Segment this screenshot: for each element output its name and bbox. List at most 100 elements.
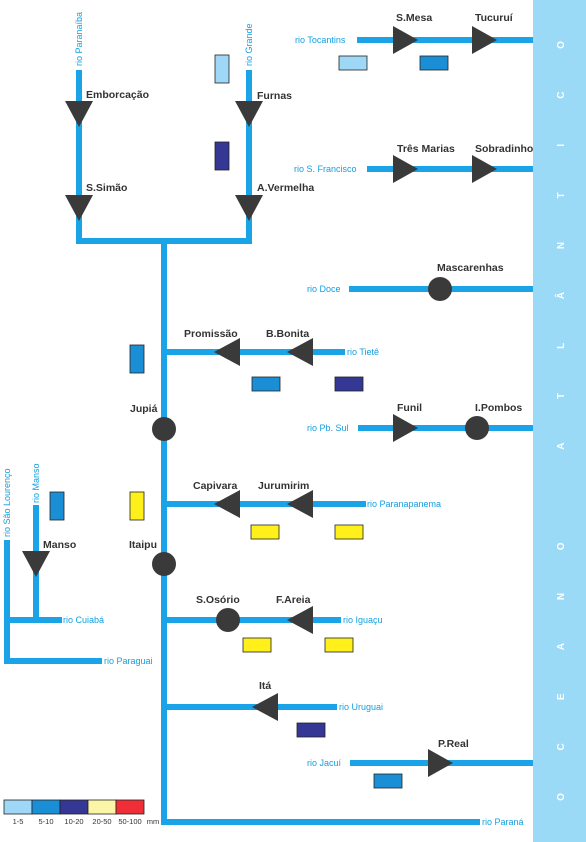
- legend-label-50-100: 50-100: [118, 817, 141, 826]
- label-rio-tocantins: rio Tocantins: [295, 35, 346, 45]
- label-rio-cuiaba: rio Cuiabá: [63, 615, 104, 625]
- reservoir-tresmarias-marker: [393, 155, 418, 183]
- station-ssimao: S.Simão: [86, 182, 127, 194]
- ocean-letter: O: [556, 793, 567, 801]
- reservoir-fareia-marker: [287, 606, 313, 634]
- indicator-promissao: [251, 376, 281, 392]
- ocean-band: [533, 0, 586, 842]
- station-sosorio: S.Osório: [196, 594, 240, 606]
- legend-label-1-5: 1-5: [13, 817, 24, 826]
- reservoir-itaipu-marker: [152, 552, 176, 576]
- reservoir-capivara-marker: [214, 490, 240, 518]
- indicator-itaipu: [129, 491, 145, 521]
- reservoir-jupia-marker: [152, 417, 176, 441]
- label-rio-pbsul: rio Pb. Sul: [307, 423, 349, 433]
- label-rio-paranapanema: rio Paranapanema: [367, 499, 441, 509]
- station-mascarenhas: Mascarenhas: [437, 262, 504, 274]
- station-funil: Funil: [397, 402, 422, 414]
- indicator-manso: [49, 491, 65, 521]
- station-capivara: Capivara: [193, 480, 238, 492]
- ocean-letter: Â: [554, 292, 567, 299]
- ocean-letter: E: [556, 693, 567, 700]
- reservoir-bbonita-marker: [287, 338, 313, 366]
- indicator-smesa: [338, 55, 368, 71]
- label-rio-iguacu: rio Iguaçu: [343, 615, 383, 625]
- label-rio-uruguai: rio Uruguai: [339, 702, 383, 712]
- legend-swatch-1-5: [3, 799, 33, 815]
- indicator-avermelha: [214, 141, 230, 171]
- station-emborcacao: Emborcação: [86, 89, 149, 101]
- station-tresmarias: Três Marias: [397, 143, 455, 155]
- ocean-letter: N: [556, 242, 567, 249]
- reservoir-preal-marker: [428, 749, 453, 777]
- station-tucurui: Tucuruí: [475, 12, 514, 24]
- legend-swatch-50-100: [115, 799, 145, 815]
- ocean-letter: C: [556, 743, 567, 750]
- reservoir-furnas-marker: [235, 101, 263, 127]
- reservoir-ipombos-marker: [465, 416, 489, 440]
- ocean-letter: L: [556, 343, 567, 349]
- legend-swatch-5-10: [31, 799, 61, 815]
- station-itaipu: Itaipu: [129, 539, 157, 551]
- ocean-letter: A: [556, 442, 567, 449]
- ocean-letter: N: [556, 593, 567, 600]
- label-rio-tiete: rio Tietê: [347, 347, 379, 357]
- label-rio-manso: rio Manso: [31, 463, 41, 503]
- station-sobradinho: Sobradinho: [475, 143, 533, 155]
- indicator-tucurui: [419, 55, 449, 71]
- legend-label-5-10: 5-10: [38, 817, 53, 826]
- ocean-letter: O: [556, 41, 567, 49]
- reservoir-emborcacao-marker: [65, 101, 93, 127]
- indicator-sosorio: [242, 637, 272, 653]
- reservoir-tucurui-marker: [472, 26, 497, 54]
- reservoir-avermelha-marker: [235, 195, 263, 221]
- station-bbonita: B.Bonita: [266, 328, 309, 340]
- reservoir-ita-marker: [252, 693, 278, 721]
- label-rio-parana: rio Paraná: [482, 817, 524, 827]
- legend-unit: mm: [147, 817, 160, 826]
- station-jupia: Jupiá: [130, 403, 158, 415]
- reservoir-sosorio-marker: [216, 608, 240, 632]
- indicator-jupia: [129, 344, 145, 374]
- station-promissao: Promissão: [184, 328, 238, 340]
- ocean-letter: A: [556, 643, 567, 650]
- reservoir-sobradinho-marker: [472, 155, 497, 183]
- station-jurumirim: Jurumirim: [258, 480, 309, 492]
- station-smesa: S.Mesa: [396, 12, 432, 24]
- reservoir-smesa-marker: [393, 26, 418, 54]
- reservoir-funil-marker: [393, 414, 418, 442]
- station-avermelha: A.Vermelha: [257, 182, 314, 194]
- station-ipombos: I.Pombos: [475, 402, 522, 414]
- label-rio-sfrancisco: rio S. Francisco: [294, 164, 357, 174]
- ocean-letter: I: [556, 144, 567, 147]
- indicator-capivara: [250, 524, 280, 540]
- ocean-letter: T: [556, 393, 567, 399]
- station-preal: P.Real: [438, 738, 469, 750]
- indicator-furnas: [214, 54, 230, 84]
- reservoir-ssimao-marker: [65, 195, 93, 221]
- station-fareia: F.Areia: [276, 594, 311, 606]
- ocean-letter: O: [556, 542, 567, 550]
- indicator-fareia: [324, 637, 354, 653]
- indicator-preal: [373, 773, 403, 789]
- legend-label-10-20: 10-20: [64, 817, 83, 826]
- station-manso: Manso: [43, 539, 76, 551]
- label-rio-saolourenco: rio São Lourenço: [2, 468, 12, 537]
- ocean-letter: C: [556, 92, 567, 99]
- reservoir-jurumirim-marker: [287, 490, 313, 518]
- label-rio-jacui: rio Jacuí: [307, 758, 342, 768]
- reservoir-manso-marker: [22, 551, 50, 577]
- station-ita: Itá: [259, 680, 271, 692]
- legend-label-20-50: 20-50: [92, 817, 111, 826]
- legend: [3, 799, 145, 815]
- reservoir-promissao-marker: [214, 338, 240, 366]
- indicator-ita: [296, 722, 326, 738]
- station-furnas: Furnas: [257, 90, 292, 102]
- legend-swatch-10-20: [59, 799, 89, 815]
- label-rio-doce: rio Doce: [307, 284, 341, 294]
- reservoir-mascarenhas-marker: [428, 277, 452, 301]
- indicator-jurumirim: [334, 524, 364, 540]
